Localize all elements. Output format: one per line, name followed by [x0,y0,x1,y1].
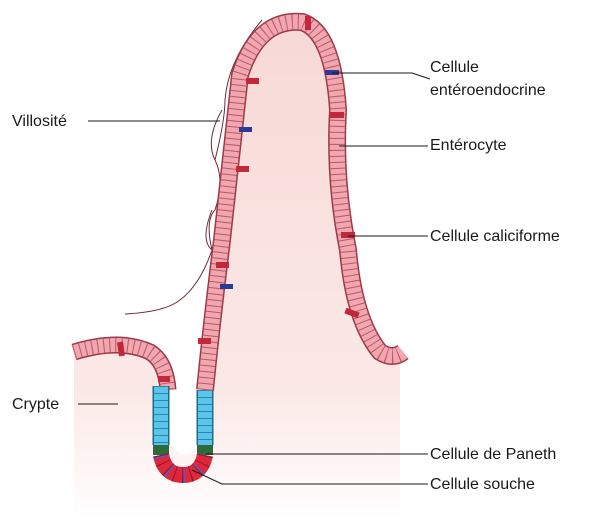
label-paneth: Cellule de Paneth [430,446,556,463]
label-caliciforme: Cellule caliciforme [430,228,560,245]
label-villosite: Villosité [12,113,67,130]
label-enterocyte: Entérocyte [430,137,507,154]
label-souche: Cellule souche [430,476,535,493]
label-enteroendocrine-line1: Cellule [430,59,479,76]
enteroendocrine-leader [332,73,430,79]
label-enteroendocrine-line2: entéroendocrine [430,82,546,99]
label-crypte: Crypte [12,396,59,413]
